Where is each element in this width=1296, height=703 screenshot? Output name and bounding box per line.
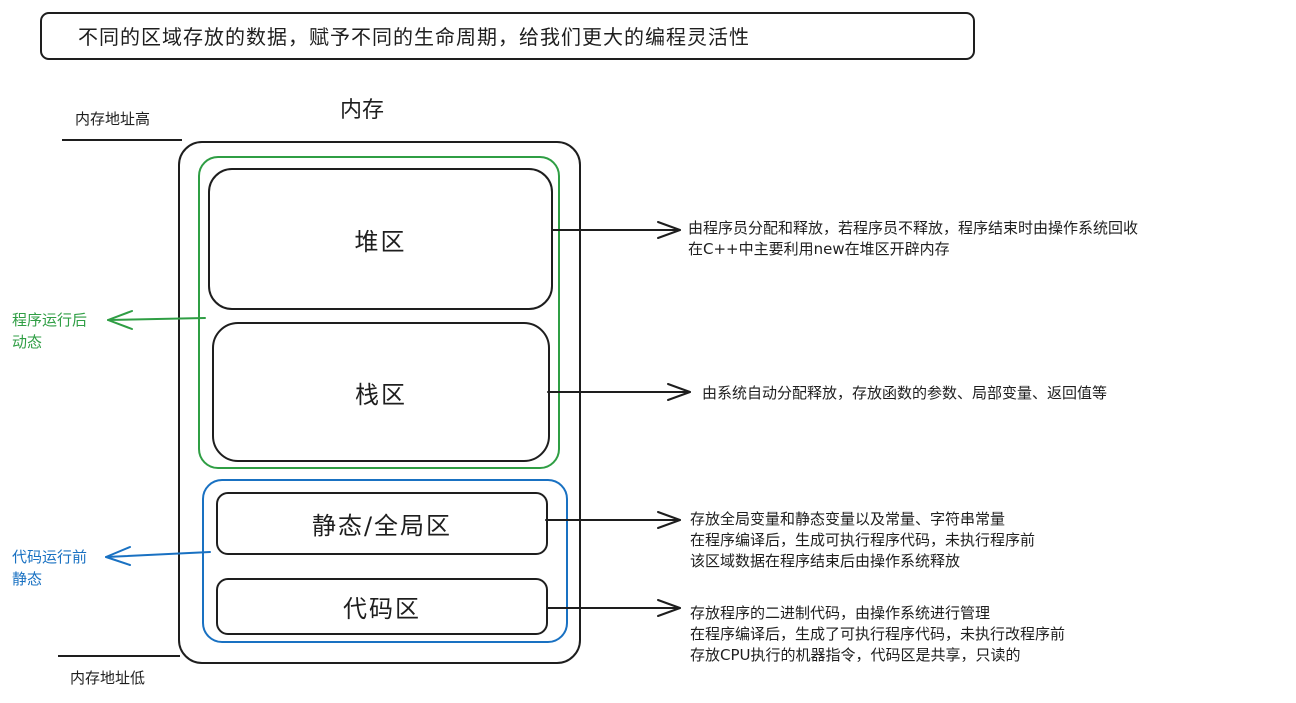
static-desc-line: 在程序编译后，生成可执行程序代码，未执行程序前 [690,531,1036,549]
static-global-label: 静态/全局区 [311,512,453,540]
address-high-label: 内存地址高 [75,110,151,128]
dynamic-group-arrow [107,310,206,330]
stack-arrow [547,383,691,401]
dynamic-group-line2: 动态 [12,333,43,351]
stack-label: 栈区 [355,380,407,409]
title-box [40,12,975,60]
static-group-line2: 静态 [12,570,43,588]
heap-label: 堆区 [354,227,407,256]
static-arrow [545,511,681,529]
memory-title: 内存 [340,98,385,123]
memory-outer-box [178,141,581,664]
address-low-label: 内存地址低 [70,669,146,687]
dynamic-group-label: 程序运行后 动态 [12,309,87,353]
address-high-line [62,139,182,141]
address-low-line [58,655,180,657]
code-description: 存放程序的二进制代码，由操作系统进行管理 在程序编译后，生成了可执行程序代码，未… [690,603,1065,666]
code-desc-line: 存放程序的二进制代码，由操作系统进行管理 [690,604,991,622]
static-group-box [202,479,568,643]
dynamic-group-box [198,156,560,469]
code-label: 代码区 [343,595,421,623]
heap-arrow [552,221,681,239]
stack-description: 由系统自动分配释放，存放函数的参数、局部变量、返回值等 [702,383,1107,404]
code-region: 代码区 [216,578,548,635]
heap-desc-line: 在C++中主要利用new在堆区开辟内存 [688,240,950,258]
heap-desc-line: 由程序员分配和释放，若程序员不释放，程序结束时由操作系统回收 [688,219,1139,237]
code-desc-line: 在程序编译后，生成了可执行程序代码，未执行改程序前 [690,625,1066,643]
static-desc-line: 存放全局变量和静态变量以及常量、字符串常量 [690,510,1006,528]
static-group-arrow [105,546,211,566]
static-global-region: 静态/全局区 [216,492,548,555]
static-description: 存放全局变量和静态变量以及常量、字符串常量 在程序编译后，生成可执行程序代码，未… [690,509,1035,572]
code-desc-line: 存放CPU执行的机器指令，代码区是共享，只读的 [690,646,1021,664]
code-arrow [547,599,681,617]
stack-desc-line: 由系统自动分配释放，存放函数的参数、局部变量、返回值等 [702,384,1108,402]
static-group-line1: 代码运行前 [12,548,88,566]
static-group-label: 代码运行前 静态 [12,546,87,590]
dynamic-group-line1: 程序运行后 [12,311,88,329]
static-desc-line: 该区域数据在程序结束后由操作系统释放 [690,552,961,570]
heap-region: 堆区 [208,168,553,310]
diagram-title: 不同的区域存放的数据，赋予不同的生命周期，给我们更大的编程灵活性 [78,25,750,49]
heap-description: 由程序员分配和释放，若程序员不释放，程序结束时由操作系统回收 在C++中主要利用… [688,218,1138,260]
